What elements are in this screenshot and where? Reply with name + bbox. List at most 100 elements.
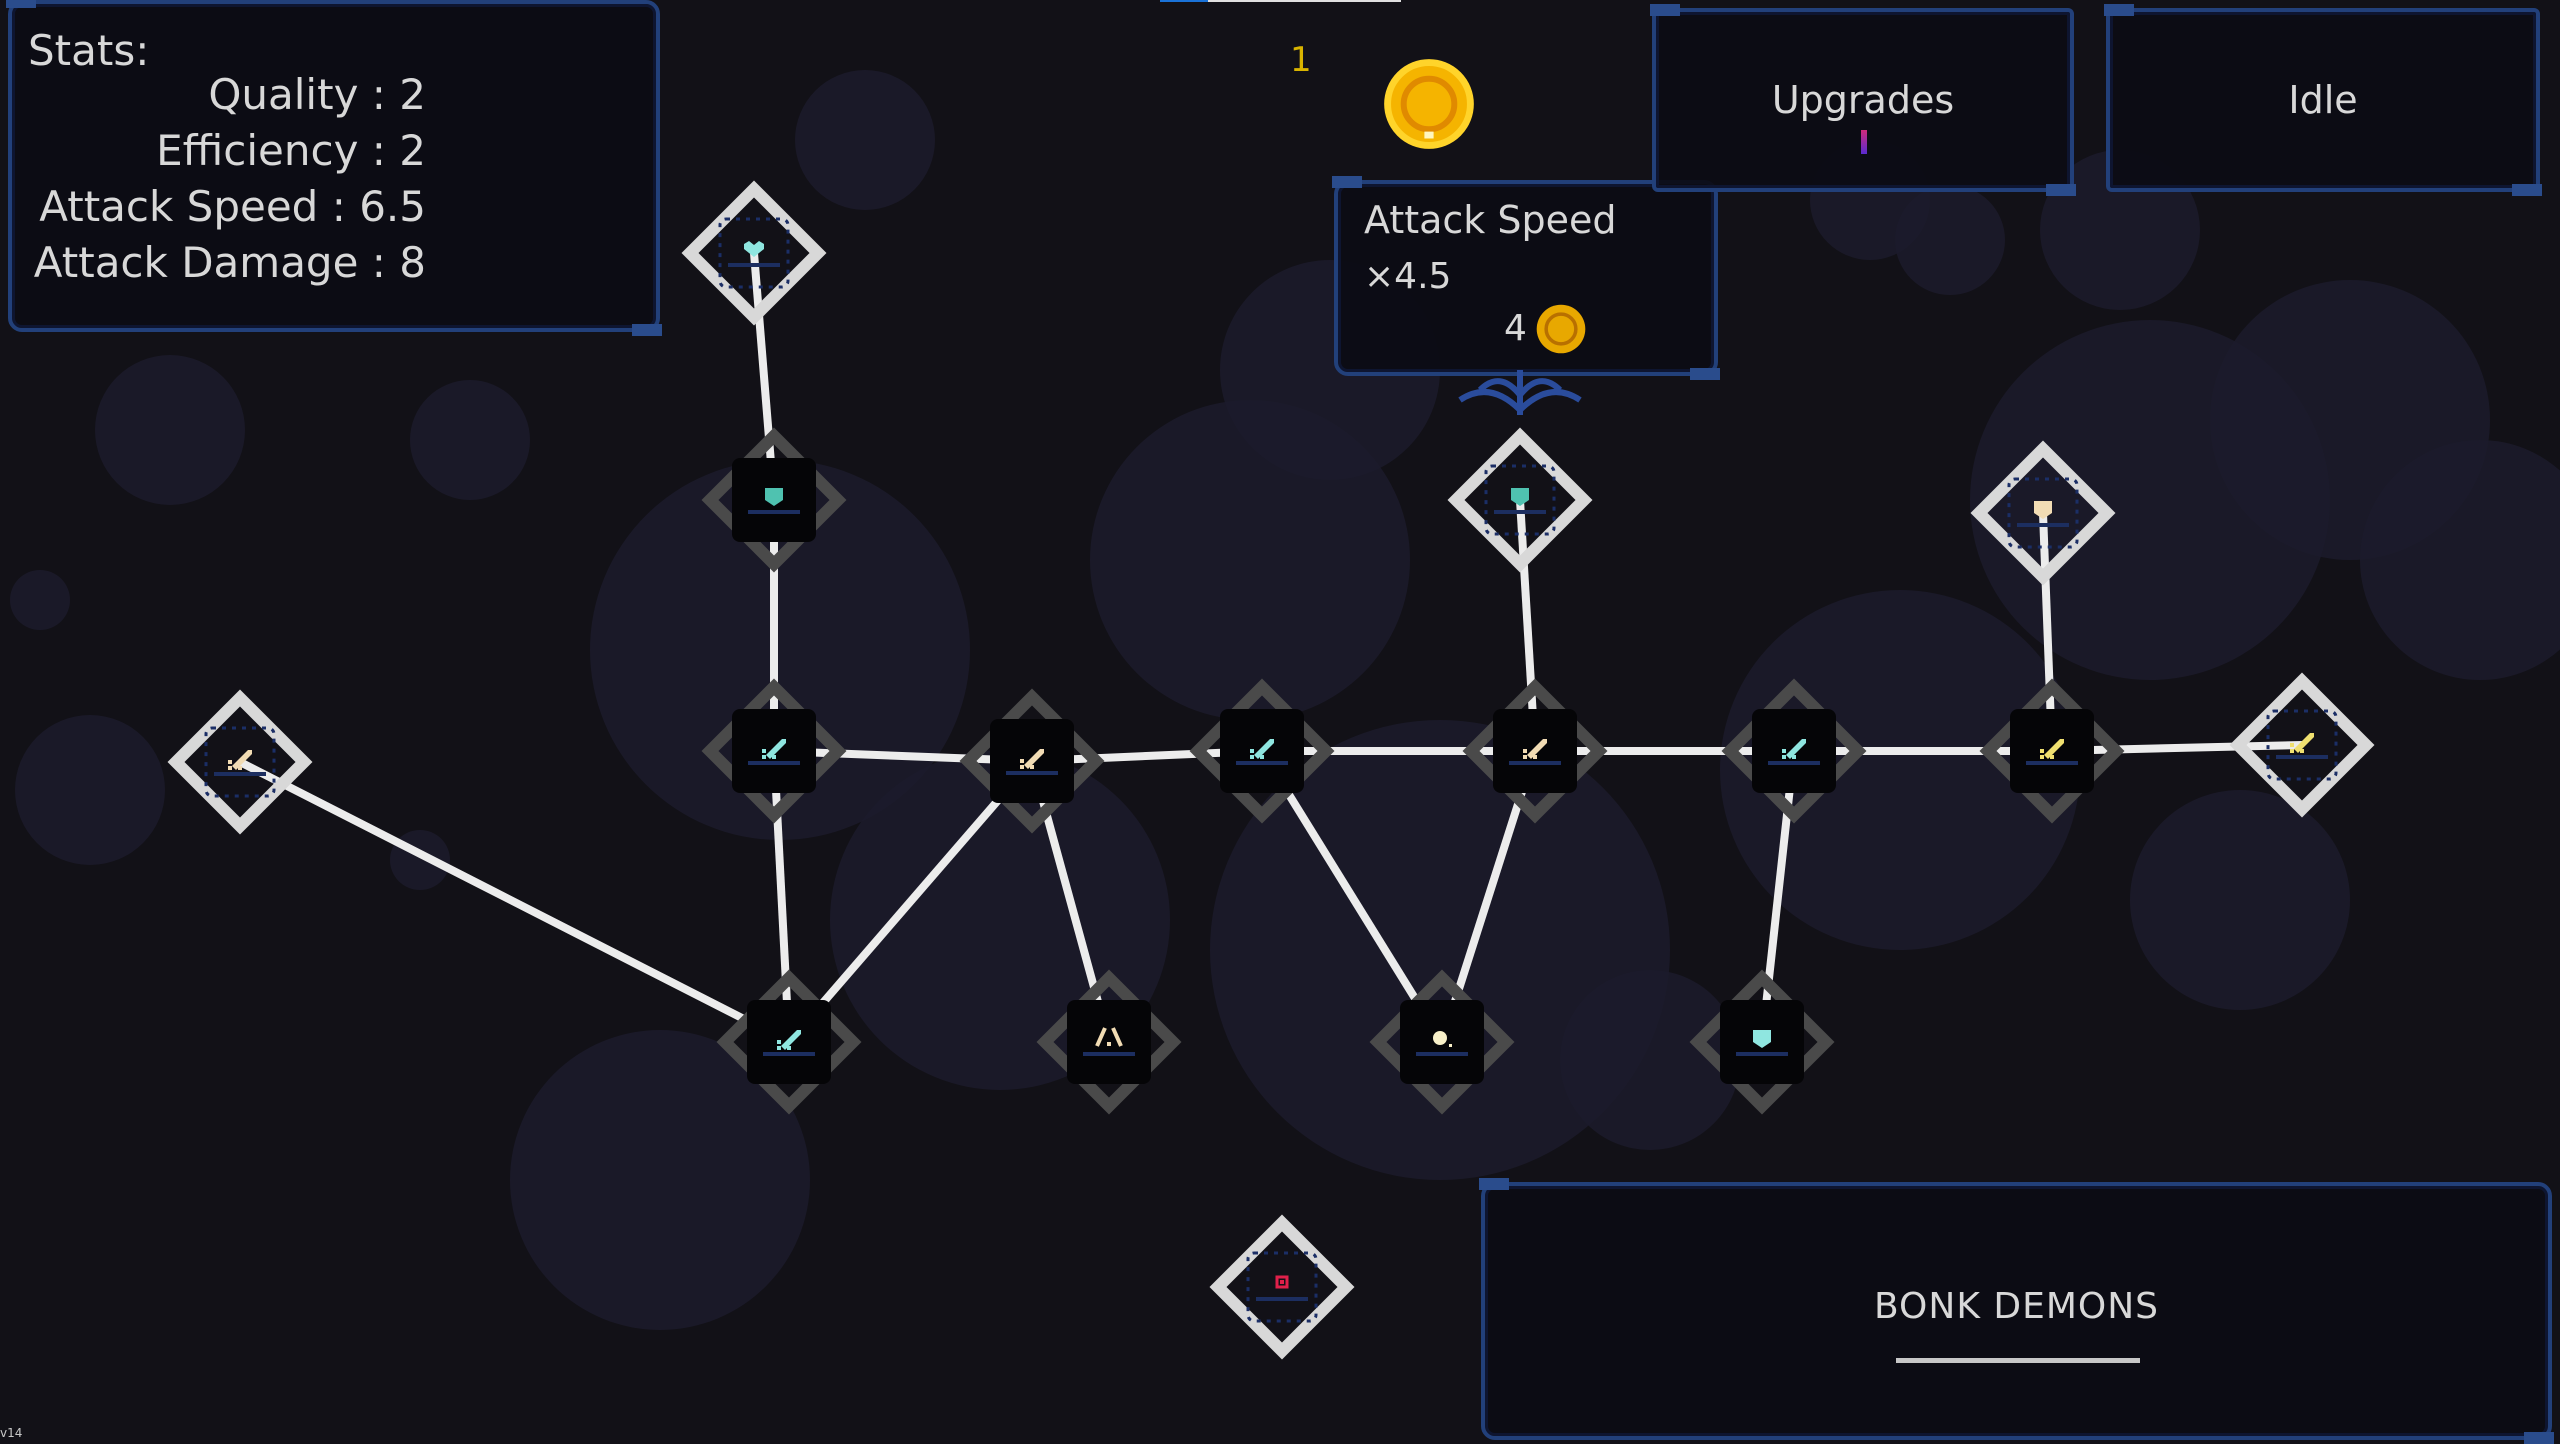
sword-icon [1523, 739, 1547, 759]
skill-node-sword[interactable] [167, 689, 313, 835]
skill-node-shield[interactable] [701, 427, 847, 573]
node-frame [701, 427, 847, 573]
skill-edge [773, 747, 1033, 765]
skill-node-sword[interactable] [959, 688, 1105, 834]
sword-icon [1020, 749, 1044, 769]
node-base [1236, 761, 1288, 765]
bubble [1210, 720, 1670, 1180]
bonk-demons-underline [1896, 1358, 2140, 1363]
node-frame [2229, 672, 2375, 818]
node-base [214, 772, 266, 776]
bubble [510, 1030, 810, 1330]
skill-node-sword[interactable] [1189, 678, 1335, 824]
bubble [1970, 320, 2330, 680]
idle-button[interactable]: Idle [2104, 4, 2542, 196]
bubble [2130, 790, 2350, 1010]
bubble [95, 355, 245, 505]
node-base [748, 761, 800, 765]
node-body [718, 217, 790, 289]
skill-node-caret[interactable] [1036, 969, 1182, 1115]
node-base [2017, 523, 2069, 527]
skill-node-sword[interactable] [701, 678, 847, 824]
bubble [795, 70, 935, 210]
bubble [1895, 185, 2005, 295]
bonk-demons-label: BONK DEMONS [1873, 1286, 2160, 1327]
skill-node-shield[interactable] [1447, 427, 1593, 573]
target-icon [1275, 1275, 1289, 1289]
skill-edge [1258, 748, 1446, 1045]
bubble [590, 460, 970, 840]
skill-edge [1758, 750, 1798, 1043]
skill-node-shield[interactable] [1970, 440, 2116, 586]
sword-icon [1250, 739, 1274, 759]
tooltip-cost: 4 [1504, 308, 1527, 349]
stats-panel: Stats: Quality : 2 Efficiency : 2 Attack… [6, 0, 662, 336]
node-base [1083, 1052, 1135, 1056]
node-frame [1189, 678, 1335, 824]
progress-bar [1160, 0, 1401, 2]
upgrades-label: Upgrades [1771, 78, 1955, 122]
node-base [1006, 771, 1058, 775]
skill-edge [770, 750, 793, 1043]
skill-node-sword[interactable] [1462, 678, 1608, 824]
gold-coin-icon [1384, 59, 1474, 149]
progress-fill [1160, 0, 1209, 2]
node-base [748, 510, 800, 514]
stat-attack-speed: Attack Speed : 6.5 [39, 182, 426, 231]
upgrades-button[interactable]: Upgrades [1650, 4, 2076, 196]
skill-node-sword[interactable] [716, 969, 862, 1115]
skill-tree-edges [238, 252, 2303, 1046]
skill-edge [785, 758, 1036, 1045]
gold-coin-icon [1536, 304, 1586, 354]
bubble [15, 715, 165, 865]
skill-node-shield[interactable] [1689, 969, 1835, 1115]
node-body [204, 726, 276, 798]
stats-title: Stats: [28, 26, 150, 75]
skill-node-sword[interactable] [2229, 672, 2375, 818]
node-base [2026, 761, 2078, 765]
skill-node-heart[interactable] [681, 180, 827, 326]
skill-edge [1028, 759, 1113, 1044]
node-base [763, 1052, 815, 1056]
tooltip-ornament-icon [1458, 370, 1582, 415]
skill-edge [238, 758, 791, 1046]
shield-icon [765, 488, 783, 506]
stat-efficiency: Efficiency : 2 [156, 126, 426, 175]
shield-icon [2034, 501, 2052, 519]
skill-node-orb[interactable] [1369, 969, 1515, 1115]
bonk-demons-button[interactable]: BONK DEMONS [1479, 1178, 2554, 1444]
version-label: v14 [0, 1426, 23, 1440]
caret-icon [1095, 1027, 1123, 1047]
heart-icon [744, 241, 764, 257]
skill-node-sword[interactable] [1721, 678, 1867, 824]
node-body [1246, 1251, 1318, 1323]
node-base [1494, 510, 1546, 514]
node-frame [1970, 440, 2116, 586]
node-frame [959, 688, 1105, 834]
skill-node-sword[interactable] [1979, 678, 2125, 824]
shield-icon [1511, 488, 1529, 506]
stat-quality: Quality : 2 [208, 70, 426, 119]
bubble [1720, 590, 2080, 950]
node-base [1416, 1052, 1468, 1056]
node-base [2276, 755, 2328, 759]
sword-icon [1782, 739, 1806, 759]
sword-icon [2290, 733, 2314, 753]
stat-attack-damage: Attack Damage : 8 [33, 238, 426, 287]
node-base [1256, 1297, 1308, 1301]
bubble [2360, 440, 2560, 680]
node-base [728, 263, 780, 267]
tooltip-value: ×4.5 [1364, 256, 1452, 297]
sword-icon [228, 750, 252, 770]
idle-label: Idle [2288, 78, 2358, 122]
node-frame [1369, 969, 1515, 1115]
bubble [1560, 970, 1740, 1150]
notification-arrow-icon [1861, 130, 1867, 154]
node-frame [1462, 678, 1608, 824]
skill-node-target[interactable] [1209, 1214, 1355, 1360]
node-base [1736, 1052, 1788, 1056]
node-frame [701, 678, 847, 824]
sword-icon [777, 1030, 801, 1050]
